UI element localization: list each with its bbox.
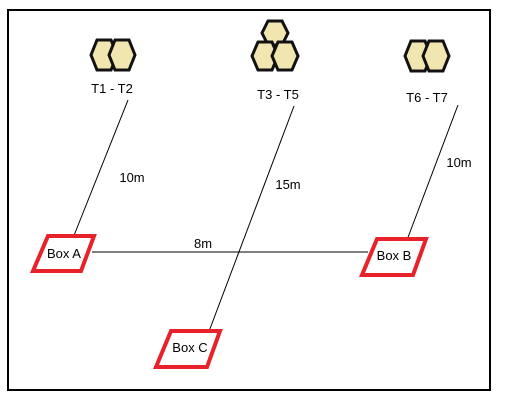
- box-c: Box C: [153, 329, 223, 369]
- box-b: Box B: [359, 237, 429, 277]
- three-hexagon-icon: [250, 19, 300, 72]
- hexagon-shape: [270, 40, 300, 72]
- hexagon-shape: [107, 38, 137, 72]
- connector-line-t3t5-box-c: [207, 105, 295, 335]
- distance-label: 10m: [119, 170, 144, 185]
- connector-line-t6t7-box-b: [406, 104, 459, 241]
- box-b-label: Box B: [377, 248, 412, 263]
- two-hexagon-icon: [89, 38, 137, 72]
- turbine-group-label: T1 - T2: [91, 81, 133, 96]
- box-a-label: Box A: [47, 246, 81, 261]
- box-a: Box A: [29, 234, 97, 273]
- turbine-group-label: T3 - T5: [257, 87, 299, 102]
- connector-line-t1t2-box-a: [72, 99, 129, 239]
- distance-label: 10m: [446, 155, 471, 170]
- box-c-outline: [153, 329, 223, 369]
- distance-label: 15m: [275, 177, 300, 192]
- box-a-outline: [29, 234, 97, 273]
- distance-label: 8m: [194, 236, 212, 251]
- box-c-label: Box C: [172, 340, 207, 355]
- box-b-outline: [359, 237, 429, 277]
- turbine-group-label: T6 - T7: [406, 90, 448, 105]
- two-hexagon-icon: [403, 39, 451, 73]
- hexagon-shape: [421, 39, 451, 73]
